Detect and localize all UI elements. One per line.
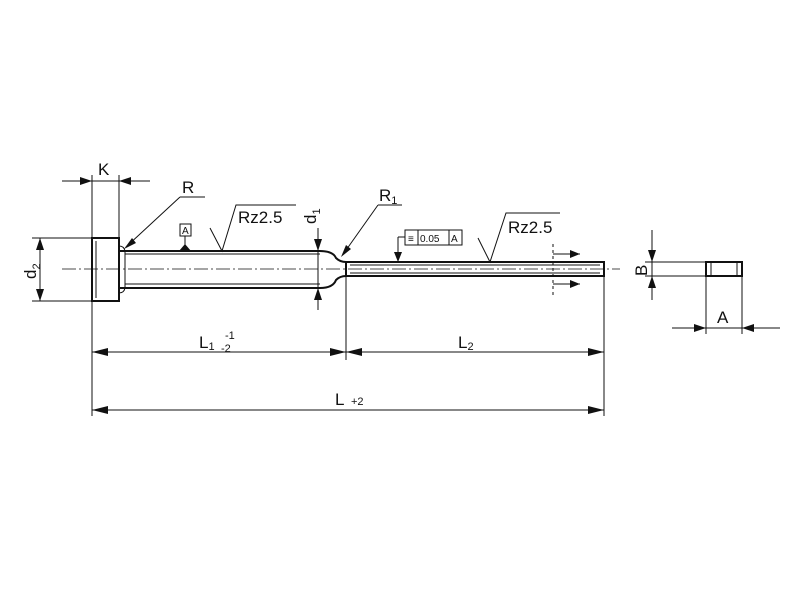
- tolerance-frame: ≡ 0.05 A: [394, 229, 463, 262]
- svg-text:-2: -2: [221, 343, 231, 355]
- dim-d2: d2: [21, 237, 92, 302]
- label-rz-left: Rz2.5: [238, 208, 282, 227]
- label-d1: d1: [301, 208, 323, 224]
- dim-l1: L1 -1 -2: [91, 276, 347, 416]
- label-d2: d2: [21, 263, 43, 279]
- datum-a: A: [179, 223, 192, 251]
- svg-text:-1: -1: [225, 330, 235, 342]
- section-rect: [705, 261, 743, 277]
- leader-r: R: [124, 178, 205, 249]
- roughness-left: Rz2.5: [209, 204, 296, 253]
- svg-text:+2: +2: [351, 396, 364, 408]
- label-l: L: [335, 390, 344, 409]
- label-l2: L2: [458, 333, 474, 353]
- label-r: R: [182, 178, 194, 197]
- leader-r1: R1: [341, 186, 402, 257]
- label-r1: R1: [379, 186, 397, 207]
- label-b: B: [632, 265, 651, 276]
- svg-text:≡: ≡: [408, 234, 414, 245]
- dim-l: L +2: [92, 390, 604, 414]
- label-a: A: [717, 308, 729, 327]
- svg-text:A: A: [451, 234, 458, 245]
- svg-text:A: A: [182, 226, 189, 237]
- label-rz-right: Rz2.5: [508, 218, 552, 237]
- svg-text:0.05: 0.05: [420, 234, 440, 245]
- section-view: B A: [632, 230, 780, 334]
- pin-body: [119, 250, 347, 289]
- label-k: K: [98, 160, 110, 179]
- pin-head: [91, 237, 120, 302]
- roughness-right: Rz2.5: [477, 212, 560, 264]
- pin-outline: [62, 237, 620, 302]
- dim-d1: d1: [301, 208, 323, 310]
- dim-l2: L2: [346, 276, 605, 416]
- dim-k: K: [62, 160, 150, 238]
- label-l1: L1: [199, 333, 215, 353]
